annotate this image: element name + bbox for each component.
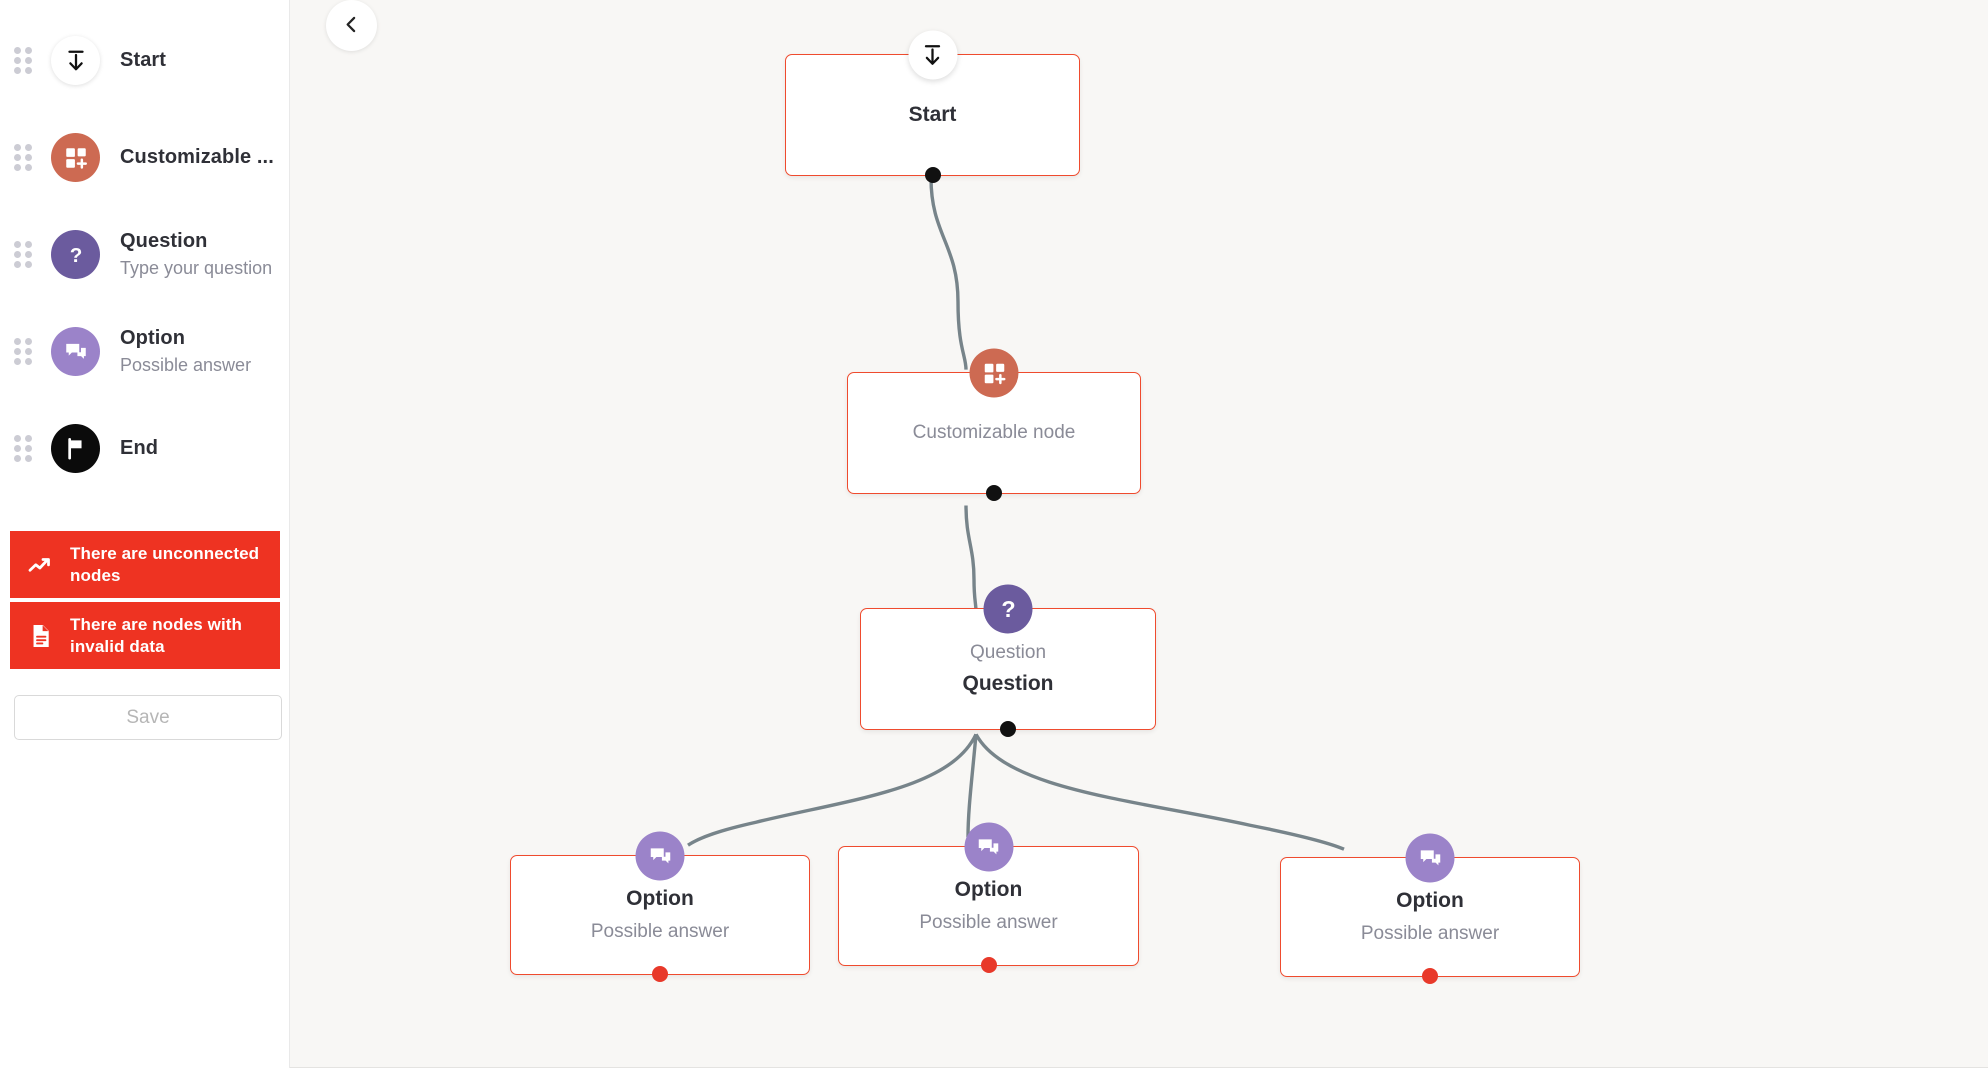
chat-bubbles-icon	[635, 831, 685, 881]
grid-plus-icon	[969, 348, 1019, 398]
chat-bubbles-icon	[1405, 833, 1455, 883]
drag-handle-icon[interactable]	[14, 338, 32, 365]
save-button[interactable]: Save	[14, 695, 282, 740]
flow-node-option-1[interactable]: Option Possible answer	[510, 831, 810, 982]
palette-item-option[interactable]: Option Possible answer	[0, 303, 289, 400]
node-output-handle[interactable]	[986, 485, 1002, 501]
chat-bubbles-icon	[51, 327, 100, 376]
palette-item-start[interactable]: Start	[0, 12, 289, 109]
palette-item-title: Start	[120, 49, 167, 71]
node-output-handle[interactable]	[980, 957, 997, 973]
svg-text:?: ?	[69, 244, 82, 267]
node-title: Option	[1396, 889, 1464, 912]
node-output-handle[interactable]	[652, 966, 668, 982]
palette-item-question[interactable]: ? Question Type your question	[0, 206, 289, 303]
node-subtitle: Question	[962, 672, 1054, 695]
flag-icon	[51, 424, 100, 473]
warning-text: There are unconnected nodes	[70, 543, 260, 585]
flow-node-customizable[interactable]: Customizable node	[847, 348, 1141, 501]
validation-warnings: There are unconnected nodes There are no…	[0, 531, 289, 669]
warning-unconnected-nodes: There are unconnected nodes	[10, 531, 280, 598]
back-button[interactable]	[326, 0, 377, 51]
question-mark-icon: ?	[51, 230, 100, 279]
chat-bubbles-icon	[964, 822, 1013, 872]
arrow-down-to-line-icon	[908, 30, 957, 80]
arrow-down-to-line-icon	[51, 36, 100, 85]
trending-up-icon	[24, 548, 58, 582]
flow-node-question[interactable]: ? Question Question	[860, 584, 1156, 737]
flow-node-start[interactable]: Start	[785, 30, 1080, 183]
node-output-handle[interactable]	[1000, 721, 1016, 737]
node-subtitle: Possible answer	[590, 921, 730, 942]
palette-item-title: Customizable ...	[120, 146, 274, 168]
drag-handle-icon[interactable]	[14, 435, 32, 462]
node-output-handle[interactable]	[924, 167, 941, 183]
palette-item-subtitle: Possible answer	[120, 355, 252, 375]
palette-item-end[interactable]: End	[0, 400, 289, 497]
flow-node-option-3[interactable]: Option Possible answer	[1280, 833, 1580, 984]
question-mark-icon: ?	[983, 584, 1033, 634]
node-subtitle: Possible answer	[919, 912, 1058, 933]
drag-handle-icon[interactable]	[14, 47, 32, 74]
document-icon	[24, 619, 58, 653]
node-title: Customizable node	[912, 422, 1076, 443]
svg-text:?: ?	[1001, 596, 1015, 622]
flow-node-option-2[interactable]: Option Possible answer	[838, 822, 1139, 973]
palette-item-customizable-node[interactable]: Customizable ...	[0, 109, 289, 206]
node-title: Question	[969, 642, 1047, 663]
node-output-handle[interactable]	[1422, 968, 1438, 984]
drag-handle-icon[interactable]	[14, 241, 32, 268]
warning-invalid-data: There are nodes with invalid data	[10, 602, 280, 669]
palette-item-subtitle: Type your question	[120, 258, 273, 278]
node-subtitle: Possible answer	[1360, 923, 1500, 944]
drag-handle-icon[interactable]	[14, 144, 32, 171]
palette-item-title: Question	[120, 230, 208, 252]
grid-plus-icon	[51, 133, 100, 182]
chevron-left-icon	[341, 14, 362, 38]
node-title: Start	[908, 103, 957, 126]
node-title: Option	[954, 878, 1023, 901]
flow-canvas[interactable]: Start Customizable node ? Question Quest…	[290, 0, 1988, 1068]
warning-text: There are nodes with invalid data	[70, 614, 243, 656]
node-title: Option	[626, 887, 694, 910]
palette-item-title: Option	[120, 327, 186, 349]
node-palette-sidebar: Start Customizable ... ? Question Type y…	[0, 0, 290, 1068]
palette-item-title: End	[120, 437, 159, 459]
